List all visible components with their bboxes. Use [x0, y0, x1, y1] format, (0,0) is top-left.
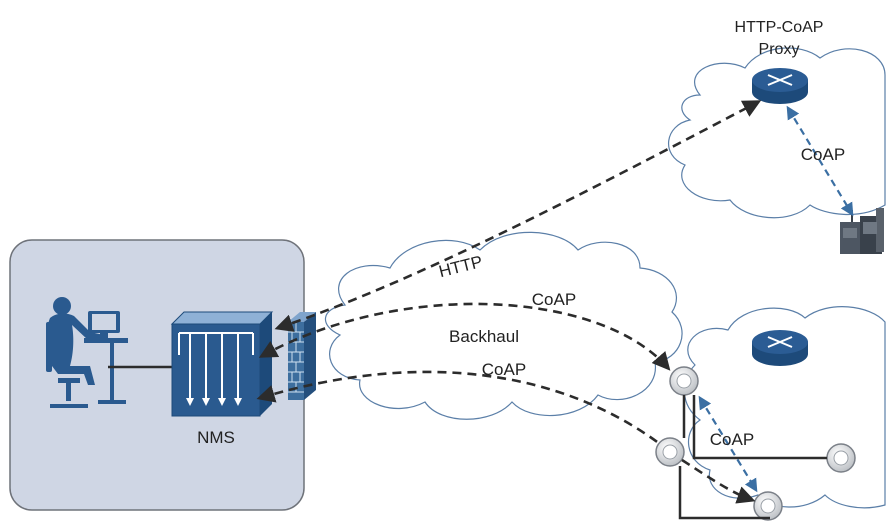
coap-mesh-label: CoAP — [710, 430, 754, 449]
backhaul-cloud — [324, 231, 683, 420]
nms-label: NMS — [197, 428, 235, 447]
person-at-workstation-icon — [46, 297, 128, 408]
smart-meter-icon — [655, 437, 685, 467]
coap-top-label: CoAP — [532, 290, 576, 309]
mesh-link-arrow — [698, 395, 758, 493]
mesh-router-icon — [752, 330, 808, 366]
coap-bottom-label: CoAP — [482, 360, 526, 379]
mesh-wiring — [678, 395, 827, 520]
proxy-to-sensor-arrow — [786, 105, 854, 217]
smart-meter-icon — [826, 443, 856, 473]
nms-server-icon — [170, 311, 274, 417]
smart-meter-icon — [669, 366, 699, 396]
coap-bottom-arrow — [256, 370, 661, 446]
coap-proxy-label: CoAP — [801, 145, 845, 164]
backhaul-label: Backhaul — [449, 327, 519, 346]
proxy-router-icon — [752, 68, 808, 104]
coap-top-arrow — [258, 302, 671, 371]
smart-meter-icon — [753, 491, 783, 521]
proxy-label-line2: Proxy — [759, 41, 800, 58]
proxy-label-line1: HTTP-CoAP — [735, 19, 824, 36]
http-arrow — [274, 100, 762, 332]
sensor-device-icon — [840, 208, 884, 254]
firewall-icon — [288, 312, 316, 400]
